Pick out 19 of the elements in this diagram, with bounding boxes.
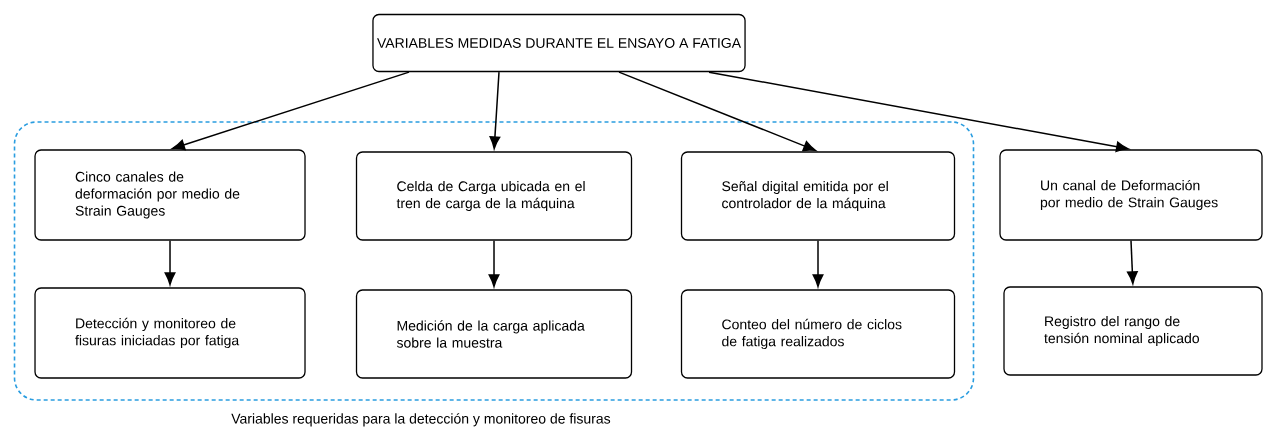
arrow <box>812 239 824 288</box>
process-box: Registro del rango de tensión nominal aplicado <box>1003 286 1263 376</box>
arrow <box>1127 239 1138 285</box>
process-box: Cinco canales de deformación por medio de Strain Gauges <box>34 149 306 241</box>
process-box: Celda de Carga ubicada en el tren de carga de la máquina <box>355 151 633 241</box>
title-box: VARIABLES MEDIDAS DURANTE EL ENSAYO A FATIGA <box>372 13 746 73</box>
arrow <box>489 71 501 150</box>
process-box: Conteo del número de ciclos de fatiga realizados <box>680 289 956 379</box>
arrow <box>172 71 410 151</box>
process-box: Detección y monitoreo de fisuras iniciadas por fatiga <box>34 287 306 379</box>
arrow <box>488 239 500 288</box>
process-box: Medición de la carga aplicada sobre la muestra <box>355 289 633 379</box>
arrow <box>618 71 817 152</box>
group-caption: Variables requeridas para la detección y monitoreo de fisuras <box>231 413 611 427</box>
arrow <box>164 239 176 286</box>
process-box: Señal digital emitida por el controlador de la máquina <box>680 151 956 241</box>
dashed-group-box <box>13 121 975 401</box>
arrow <box>708 71 1129 153</box>
process-box: Un canal de Deformación por medio de Strain Gauges <box>999 149 1263 241</box>
